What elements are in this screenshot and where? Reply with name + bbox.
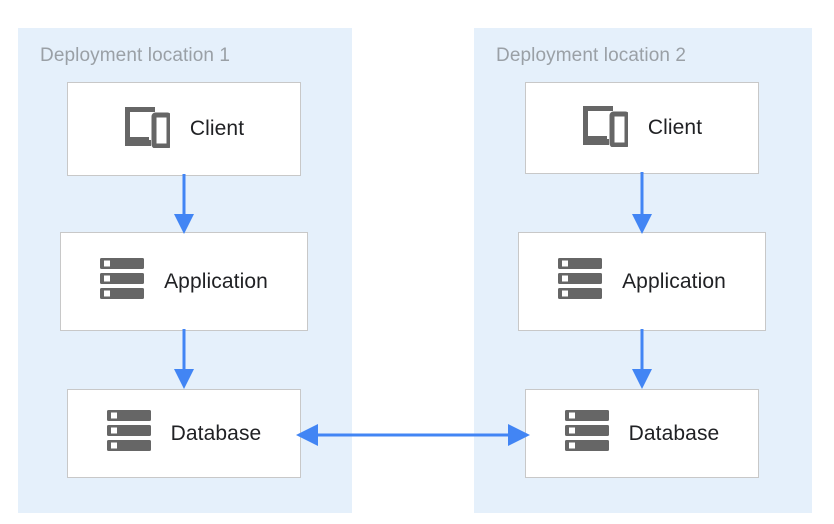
node-application-1-label: Application	[164, 269, 268, 293]
node-database-2-label: Database	[628, 421, 720, 445]
node-client-1-label: Client	[189, 117, 245, 140]
node-database-1[interactable]: Database	[67, 389, 301, 478]
server-stack-icon	[564, 410, 609, 457]
node-client-2-label: Client	[647, 116, 703, 139]
node-application-1[interactable]: Application	[60, 232, 308, 331]
devices-icon	[582, 105, 630, 152]
node-database-2[interactable]: Database	[525, 389, 759, 478]
node-database-1-label: Database	[170, 421, 262, 445]
node-client-2[interactable]: Client	[525, 82, 759, 174]
server-stack-icon	[100, 258, 145, 305]
server-stack-icon	[106, 410, 151, 457]
node-client-1[interactable]: Client	[67, 82, 301, 176]
server-stack-icon	[558, 258, 603, 305]
connector-client-to-application-2	[632, 172, 652, 234]
node-application-2-label: Application	[622, 269, 726, 293]
connector-client-to-application-1	[174, 174, 194, 234]
connector-database-to-database-bidirectional	[296, 424, 530, 446]
deployment-location-1-title: Deployment location 1	[40, 45, 231, 66]
deployment-location-2-title: Deployment location 2	[496, 45, 687, 66]
connector-application-to-database-1	[174, 329, 194, 389]
connector-application-to-database-2	[632, 329, 652, 389]
node-application-2[interactable]: Application	[518, 232, 766, 331]
devices-icon	[124, 106, 172, 153]
